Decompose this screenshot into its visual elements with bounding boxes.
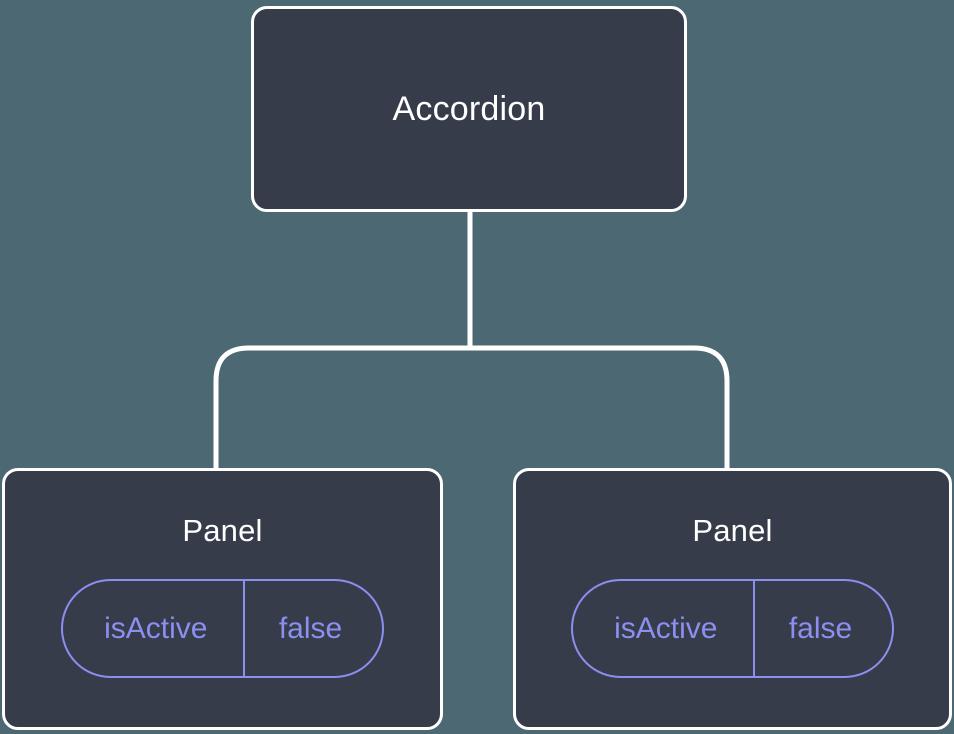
- prop-badge-is-active-1[interactable]: isActive false: [60, 579, 385, 678]
- node-panel-1-label: Panel: [182, 513, 263, 548]
- prop-key-is-active-2: isActive: [614, 611, 718, 645]
- prop-badge-is-active-2[interactable]: isActive false: [570, 579, 895, 678]
- edge-branch-to-left-panel: [470, 345, 730, 472]
- prop-value-is-active-2: false: [752, 581, 892, 676]
- node-accordion[interactable]: Accordion: [251, 6, 687, 212]
- prop-value-is-active-1: false: [242, 581, 382, 676]
- edge-branch-to-right-panel: [213, 345, 470, 472]
- prop-key-is-active-1: isActive: [104, 611, 208, 645]
- node-accordion-label: Accordion: [392, 90, 546, 128]
- node-panel-2[interactable]: Panel isActive false: [513, 468, 952, 730]
- node-panel-1[interactable]: Panel isActive false: [2, 468, 443, 730]
- node-panel-2-label: Panel: [692, 513, 773, 548]
